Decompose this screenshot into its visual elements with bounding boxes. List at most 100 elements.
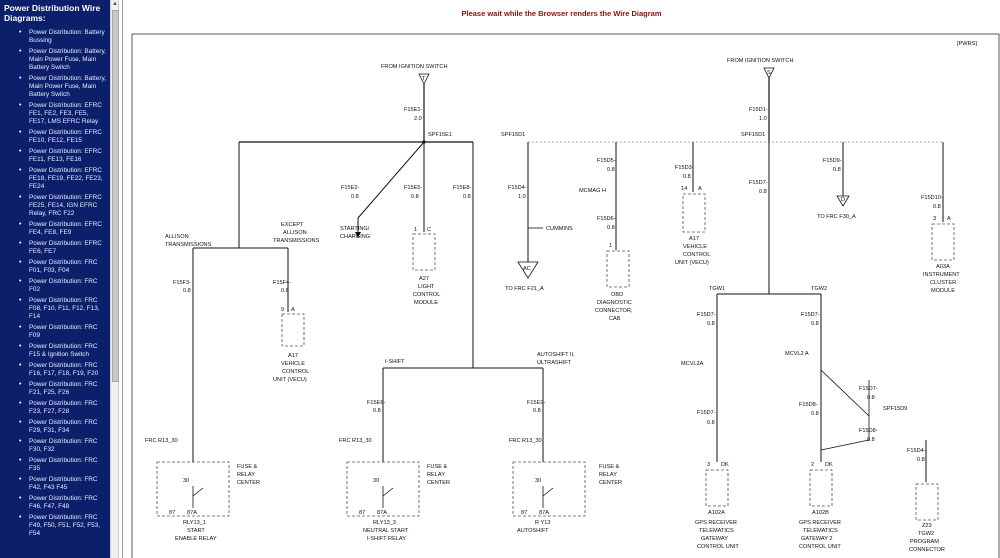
ac-pin: AC <box>523 266 531 272</box>
svg-text:87A: 87A <box>377 510 387 516</box>
svg-text:0.8: 0.8 <box>707 420 715 426</box>
sidebar-item-label: Power Distribution: Battery, Main Power … <box>29 48 106 71</box>
splice-d1b-label: SPF15D1 <box>741 132 765 138</box>
bullet-icon: • <box>19 240 22 247</box>
sidebar-item-4[interactable]: •Power Distribution: EFRC FE1, FE2, FE3,… <box>0 102 110 129</box>
sidebar-item-14[interactable]: •Power Distribution: FRC F09 <box>0 324 110 343</box>
sidebar-item-3[interactable]: •Power Distribution: Battery, Main Power… <box>0 75 110 102</box>
frame-divider <box>122 0 123 558</box>
svg-text:RELAY: RELAY <box>599 472 617 478</box>
sidebar-scrollbar[interactable]: ▲ <box>110 0 119 558</box>
svg-text:RELAY: RELAY <box>427 472 445 478</box>
svg-text:87A: 87A <box>187 510 197 516</box>
svg-text:F15D8-: F15D8- <box>859 428 878 434</box>
sidebar-item-5[interactable]: •Power Distribution: EFRC FE10, FE12, FE… <box>0 129 110 148</box>
bullet-icon: • <box>19 400 22 407</box>
svg-text:R Y13: R Y13 <box>535 520 550 526</box>
svg-text:3: 3 <box>933 216 936 222</box>
sidebar-item-label: Power Distribution: Battery Bussing <box>29 29 105 44</box>
sidebar-item-10[interactable]: •Power Distribution: EFRC FE6, FE7 <box>0 240 110 259</box>
a27-pin-num: 1 <box>414 227 417 233</box>
sidebar-item-label: Power Distribution: FRC F09 <box>29 324 98 339</box>
obd-connector-box <box>606 250 630 288</box>
svg-text:TELEMATICS: TELEMATICS <box>803 528 838 534</box>
sidebar-item-24[interactable]: •Power Distribution: FRC F49, F50, F51, … <box>0 514 110 541</box>
right-wire-gauge: 1.0 <box>759 116 767 122</box>
sidebar-item-19[interactable]: •Power Distribution: FRC F29, F31, F34 <box>0 419 110 438</box>
f15f3-label: F15F3- <box>173 280 191 286</box>
svg-text:DK: DK <box>721 462 729 468</box>
sidebar-item-18[interactable]: •Power Distribution: FRC F23, F27, F28 <box>0 400 110 419</box>
sidebar-item-label: Power Distribution: FRC F16, F17, F18, F… <box>29 362 99 377</box>
svg-text:A03A: A03A <box>936 264 950 270</box>
bullet-icon: • <box>19 476 22 483</box>
splice-d1-label: SPF15D1 <box>501 132 525 138</box>
sidebar-item-label: Power Distribution: EFRC FE10, FE12, FE1… <box>29 129 102 144</box>
bullet-icon: • <box>19 514 22 521</box>
a17-pin: A <box>291 307 295 313</box>
svg-text:TGW1: TGW1 <box>709 286 725 292</box>
sidebar-item-8[interactable]: •Power Distribution: EFRC FE25, FE14, IG… <box>0 194 110 221</box>
svg-text:OBD: OBD <box>611 292 623 298</box>
right-wire-label: F15D1- <box>749 107 768 113</box>
sidebar-item-11[interactable]: •Power Distribution: FRC F01, F03, F04 <box>0 259 110 278</box>
bullet-icon: • <box>19 419 22 426</box>
f15d10-label: F15D10- <box>921 195 943 201</box>
sidebar-item-7[interactable]: •Power Distribution: EFRC FE18, FE19, FE… <box>0 167 110 194</box>
f15e6-label: F15E6- <box>367 400 385 406</box>
bullet-icon: • <box>19 102 22 109</box>
left-source-label: FROM IGNITION SWITCH <box>381 64 448 70</box>
svg-text:F15D7-: F15D7- <box>859 386 878 392</box>
sidebar-item-6[interactable]: •Power Distribution: EFRC FE11, FE13, FE… <box>0 148 110 167</box>
sidebar-item-9[interactable]: •Power Distribution: EFRC FE4, FE8, FE9 <box>0 221 110 240</box>
svg-text:2: 2 <box>811 462 814 468</box>
f15d6-label: F15D6- <box>597 216 616 222</box>
bullet-icon: • <box>19 297 22 304</box>
svg-text:0.8: 0.8 <box>833 167 841 173</box>
f15e8-label: F15E8- <box>453 185 471 191</box>
sidebar-item-16[interactable]: •Power Distribution: FRC F16, F17, F18, … <box>0 362 110 381</box>
to-frc-f21-label: TO FRC F21_A <box>505 286 544 292</box>
sidebar-item-15[interactable]: • Power Distribution: FRC F15 & Ignition … <box>0 343 110 362</box>
sidebar-item-2[interactable]: •Power Distribution: Battery, Main Power… <box>0 48 110 75</box>
svg-text:F15D7-: F15D7- <box>801 312 820 318</box>
sidebar-item-23[interactable]: •Power Distribution: FRC F46, F47, F48 <box>0 495 110 514</box>
bullet-icon: • <box>19 495 22 502</box>
a17-pin-num: 9 <box>281 307 284 313</box>
sidebar-item-12[interactable]: •Power Distribution: FRC F02 <box>0 278 110 297</box>
svg-text:1: 1 <box>609 243 612 249</box>
svg-text:CONTROL: CONTROL <box>413 292 440 298</box>
svg-text:F15D7-: F15D7- <box>697 410 716 416</box>
svg-text:ENABLE RELAY: ENABLE RELAY <box>175 536 217 542</box>
sidebar-item-17[interactable]: •Power Distribution: FRC F21, F25, F26 <box>0 381 110 400</box>
svg-text:F15D8-: F15D8- <box>799 402 818 408</box>
sidebar-item-22[interactable]: •Power Distribution: FRC F42, F43 F45 <box>0 476 110 495</box>
f15d3-gauge: 0.8 <box>683 174 691 180</box>
bullet-icon: • <box>19 259 22 266</box>
allison-label: ALLISON <box>165 234 189 240</box>
svg-text:FUSE &: FUSE & <box>427 464 447 470</box>
bullet-icon: • <box>19 167 22 174</box>
svg-text:0.8: 0.8 <box>759 189 767 195</box>
bullet-icon: • <box>19 457 22 464</box>
sidebar-item-21[interactable]: •Power Distribution: FRC F35 <box>0 457 110 476</box>
svg-text:87: 87 <box>521 510 527 516</box>
scrollbar-thumb[interactable] <box>112 10 119 382</box>
sidebar-item-label: Power Distribution: FRC F15 & Ignition S… <box>29 343 98 358</box>
svg-text:MCVL2A: MCVL2A <box>681 361 704 367</box>
left-splice-label: SPF15E1 <box>428 132 452 138</box>
svg-text:0.8: 0.8 <box>867 395 875 401</box>
a27-pin: C <box>427 227 431 233</box>
svg-text:START: START <box>187 528 205 534</box>
svg-text:87: 87 <box>359 510 365 516</box>
bullet-icon: • <box>19 148 22 155</box>
triangle-up-icon[interactable]: ▲ <box>112 1 118 7</box>
svg-text:0.8: 0.8 <box>811 411 819 417</box>
bullet-icon: • <box>19 343 22 350</box>
svg-text:RLY13_3: RLY13_3 <box>373 520 396 526</box>
svg-text:VEHICLE: VEHICLE <box>281 361 305 367</box>
svg-text:0.8: 0.8 <box>933 204 941 210</box>
sidebar-item-20[interactable]: •Power Distribution: FRC F30, F32 <box>0 438 110 457</box>
sidebar-item-1[interactable]: •Power Distribution: Battery Bussing <box>0 29 110 48</box>
sidebar-item-13[interactable]: •Power Distribution: FRC F08, F10, F11, … <box>0 297 110 324</box>
